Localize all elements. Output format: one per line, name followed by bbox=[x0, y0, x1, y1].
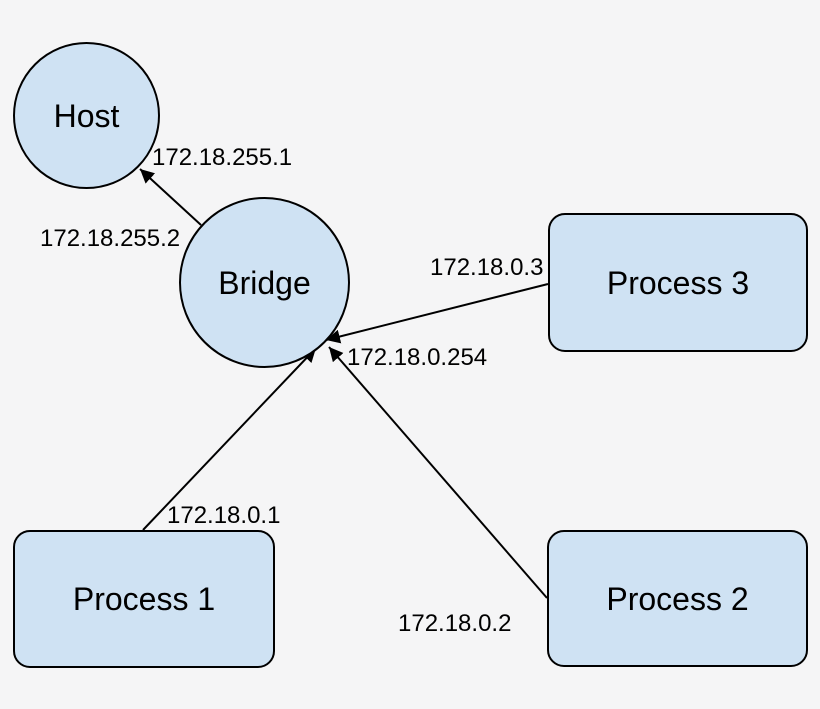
node-process3-label: Process 3 bbox=[606, 264, 750, 301]
ip-label-process1-side: 172.18.0.1 bbox=[167, 502, 281, 529]
edge-process1-to-bridge bbox=[142, 347, 317, 531]
ip-label-process3-side: 172.18.0.3 bbox=[430, 254, 544, 281]
ip-label-process2-side: 172.18.0.2 bbox=[398, 610, 512, 637]
ip-label-bridge-lan-side: 172.18.0.254 bbox=[347, 344, 488, 371]
node-process2: Process 2 bbox=[547, 530, 808, 667]
node-bridge-label: Bridge bbox=[218, 264, 311, 301]
edge-process2-to-bridge bbox=[328, 346, 548, 599]
edge-bridge-to-host bbox=[139, 168, 202, 226]
ip-label-bridge-host-side: 172.18.255.2 bbox=[40, 225, 181, 252]
node-bridge: Bridge bbox=[179, 197, 350, 368]
node-process2-label: Process 2 bbox=[606, 580, 749, 617]
node-host: Host bbox=[13, 42, 160, 189]
node-process3: Process 3 bbox=[548, 213, 808, 352]
edge-process3-to-bridge bbox=[325, 283, 549, 344]
node-host-label: Host bbox=[53, 97, 120, 134]
ip-label-host-side: 172.18.255.1 bbox=[152, 144, 293, 171]
node-process1-label: Process 1 bbox=[72, 581, 216, 617]
node-process1: Process 1 bbox=[13, 530, 275, 668]
